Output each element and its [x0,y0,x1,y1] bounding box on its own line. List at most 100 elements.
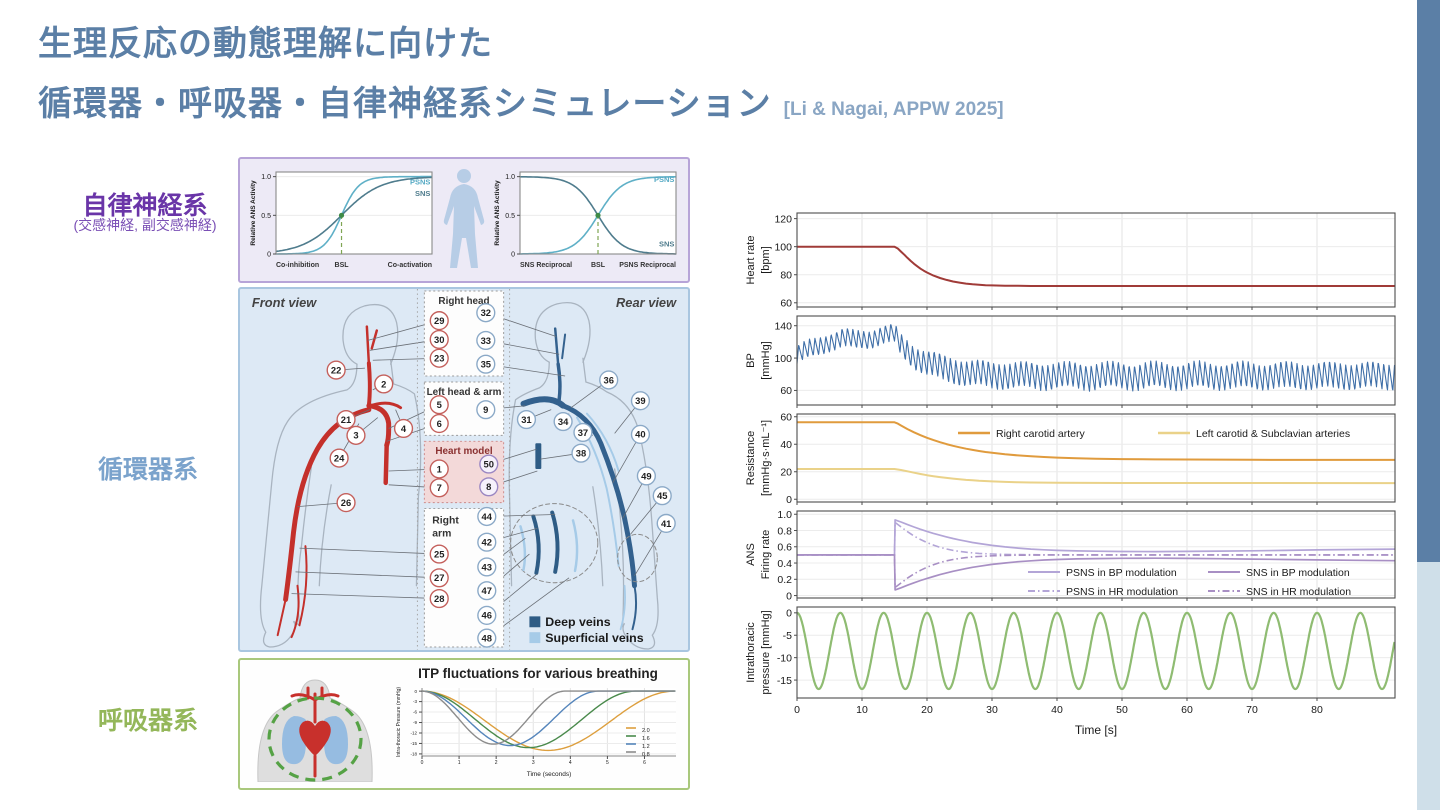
series-psns [276,175,432,255]
svg-text:26: 26 [341,497,351,508]
svg-text:Right head: Right head [438,296,489,307]
svg-text:6: 6 [437,418,442,429]
label-autonomic-nervous-system: 自律神経系 [82,192,208,220]
svg-text:Heart rate: Heart rate [745,236,757,285]
svg-text:50: 50 [1116,704,1128,716]
vessel-node-36: 36 [599,370,619,390]
svg-text:4: 4 [401,423,407,434]
vessel-node-4: 4 [393,418,414,439]
svg-text:20: 20 [780,467,792,479]
svg-text:2: 2 [495,760,498,766]
svg-text:-12: -12 [410,731,417,736]
vessel-node-5: 5 [429,395,449,415]
vessel-node-28: 28 [429,588,449,609]
svg-text:20: 20 [921,704,933,716]
legend-swatch [529,632,541,644]
svg-text:arm: arm [432,528,451,539]
svg-text:0: 0 [421,760,424,766]
svg-text:SNS: SNS [659,239,674,248]
svg-text:0.5: 0.5 [505,213,515,220]
svg-text:0.2: 0.2 [777,574,792,586]
svg-text:45: 45 [657,490,667,501]
front-view-label: Front view [252,295,317,310]
svg-text:10: 10 [856,704,868,716]
svg-text:-5: -5 [783,630,792,642]
vessel-node-50: 50 [479,454,499,474]
svg-text:40: 40 [1051,704,1063,716]
label-respiratory-system: 呼吸器系 [98,707,199,735]
svg-text:SNS in BP modulation: SNS in BP modulation [1246,567,1350,579]
svg-text:22: 22 [331,364,341,375]
series-breath-2.0 [421,690,675,752]
svg-text:50: 50 [484,458,494,469]
title-line1: 生理反応の動態理解に向けた [38,25,493,63]
vessel-node-46: 46 [477,605,497,625]
series-heart-rate [797,245,1395,287]
svg-text:42: 42 [482,537,492,548]
legend-label: Deep veins [545,615,610,629]
svg-text:BSL: BSL [335,262,350,269]
svg-text:100: 100 [774,353,792,365]
vessel-node-32: 32 [476,303,496,323]
svg-text:Time [s]: Time [s] [1075,723,1117,737]
vessel-node-48: 48 [477,628,497,648]
legend-swatch [529,616,541,628]
svg-text:36: 36 [603,374,613,385]
svg-text:27: 27 [434,572,444,583]
svg-text:1.0: 1.0 [777,509,792,521]
vessel-node-21: 21 [336,409,356,430]
svg-text:0: 0 [786,590,792,601]
label-circulatory-system: 循環器系 [98,456,199,484]
vessel-node-8: 8 [479,477,499,497]
vessel-node-7: 7 [429,478,449,498]
svg-text:0: 0 [414,689,417,694]
svg-text:Firing rate: Firing rate [760,530,772,580]
svg-text:0: 0 [794,704,800,716]
vessel-node-49: 49 [636,466,656,486]
vessel-node-34: 34 [553,411,573,432]
series-bp [796,324,1396,392]
svg-text:-10: -10 [777,652,792,664]
rear-view-label: Rear view [616,295,677,310]
svg-text:32: 32 [481,307,491,318]
vessel-node-42: 42 [477,532,497,552]
title-line2: 循環器・呼吸器・自律神経系シミュレーション[Li & Nagai, APPW 2… [38,85,1004,123]
svg-text:PSNS: PSNS [410,177,430,186]
respiratory-chart-title: ITP fluctuations for various breathing [418,666,658,681]
svg-text:0.8: 0.8 [777,525,792,537]
vessel-node-3: 3 [346,425,366,445]
vein-zoom-detail [510,503,658,584]
svg-text:SNS Reciprocal: SNS Reciprocal [520,262,572,269]
svg-text:1.6: 1.6 [642,736,650,742]
svg-text:21: 21 [341,414,351,425]
svg-text:1.0: 1.0 [505,174,515,181]
panel-respiratory-system: ITP fluctuations for various breathing 0… [238,658,690,790]
svg-text:80: 80 [1311,704,1323,716]
svg-text:Right carotid artery: Right carotid artery [996,428,1085,440]
svg-text:120: 120 [774,213,792,225]
svg-text:4: 4 [569,760,572,766]
series-left-carotid-subclavian [797,468,1396,485]
svg-text:PSNS in BP modulation: PSNS in BP modulation [1066,567,1177,579]
series-psns-bp [797,519,1396,556]
series-sns-bp [797,554,1396,591]
vessel-node-29: 29 [429,311,449,331]
svg-text:0.5: 0.5 [261,213,271,220]
svg-text:-3: -3 [413,699,417,704]
svg-text:34: 34 [558,416,569,427]
vessel-node-23: 23 [429,348,449,368]
legend-label: Superficial veins [545,631,643,645]
svg-text:0: 0 [786,494,792,505]
svg-text:38: 38 [576,448,586,459]
vessel-node-22: 22 [326,360,346,380]
svg-text:0.6: 0.6 [777,542,792,554]
vessel-node-45: 45 [652,486,672,506]
